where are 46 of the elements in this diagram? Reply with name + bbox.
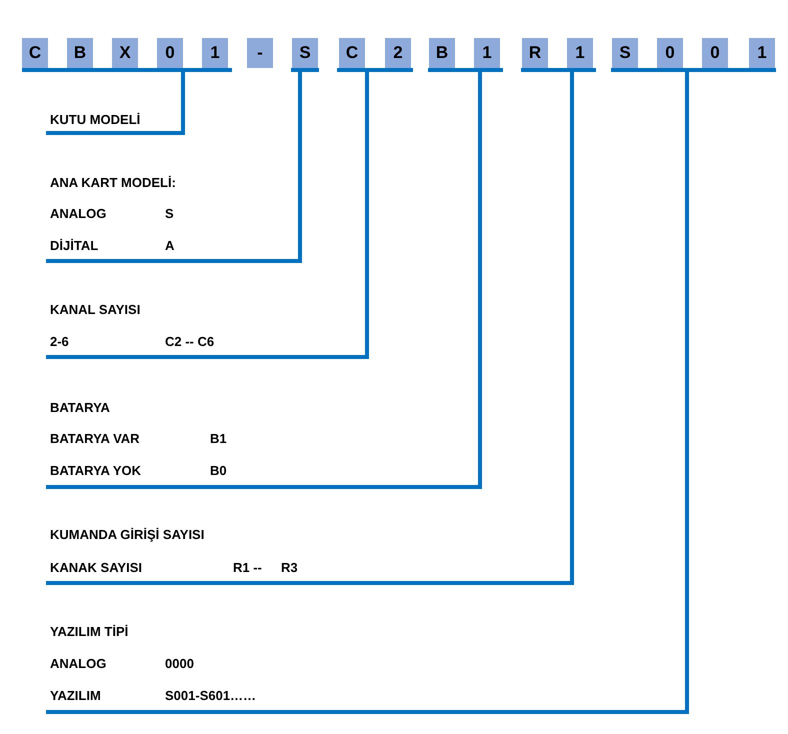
section-heading: KUMANDA GİRİŞİ SAYISI — [50, 528, 204, 541]
section-text: S001-S601…… — [165, 689, 256, 702]
code-character: 0 — [157, 38, 183, 68]
code-segment — [291, 38, 319, 72]
code-character: 2 — [385, 38, 411, 68]
section-text: DİJİTAL — [50, 239, 98, 252]
section-text: R3 — [281, 561, 298, 574]
section-text: KANAK SAYISI — [50, 561, 142, 574]
section-heading: ANA KART MODELİ: — [50, 176, 176, 189]
code-segment — [611, 38, 776, 72]
section-text: 2-6 — [50, 335, 69, 348]
section-text: YAZILIM — [50, 689, 101, 702]
code-segment — [22, 38, 232, 72]
section-heading: KANAL SAYISI — [50, 303, 140, 316]
section-text: ANALOG — [50, 207, 106, 220]
section-heading: YAZILIM TİPİ — [50, 625, 128, 638]
section-text: B1 — [210, 432, 227, 445]
code-character: 1 — [202, 38, 228, 68]
code-character: 1 — [749, 38, 775, 68]
code-character: 1 — [474, 38, 500, 68]
code-character: B — [67, 38, 93, 68]
code-character: - — [247, 38, 273, 68]
section-text: BATARYA VAR — [50, 432, 140, 445]
code-character: 1 — [567, 38, 593, 68]
code-segment — [428, 38, 503, 72]
code-character: B — [429, 38, 455, 68]
code-character: X — [112, 38, 138, 68]
code-character: C — [339, 38, 365, 68]
section-text: BATARYA YOK — [50, 464, 142, 477]
code-character: 0 — [702, 38, 728, 68]
code-character: R — [522, 38, 548, 68]
code-segment — [337, 38, 413, 72]
section-text: B0 — [210, 464, 227, 477]
section-heading: KUTU MODELİ — [50, 113, 140, 126]
section-text: ANALOG — [50, 657, 106, 670]
code-character: 0 — [657, 38, 683, 68]
section-text: S — [165, 207, 174, 220]
section-text: R1 -- — [233, 561, 262, 574]
code-character: S — [292, 38, 318, 68]
code-character: C — [22, 38, 48, 68]
section-heading: BATARYA — [50, 401, 110, 414]
section-text: C2 -- C6 — [165, 335, 214, 348]
code-character: S — [612, 38, 638, 68]
section-text: 0000 — [165, 657, 194, 670]
section-text: A — [165, 239, 174, 252]
code-segment — [521, 38, 596, 72]
